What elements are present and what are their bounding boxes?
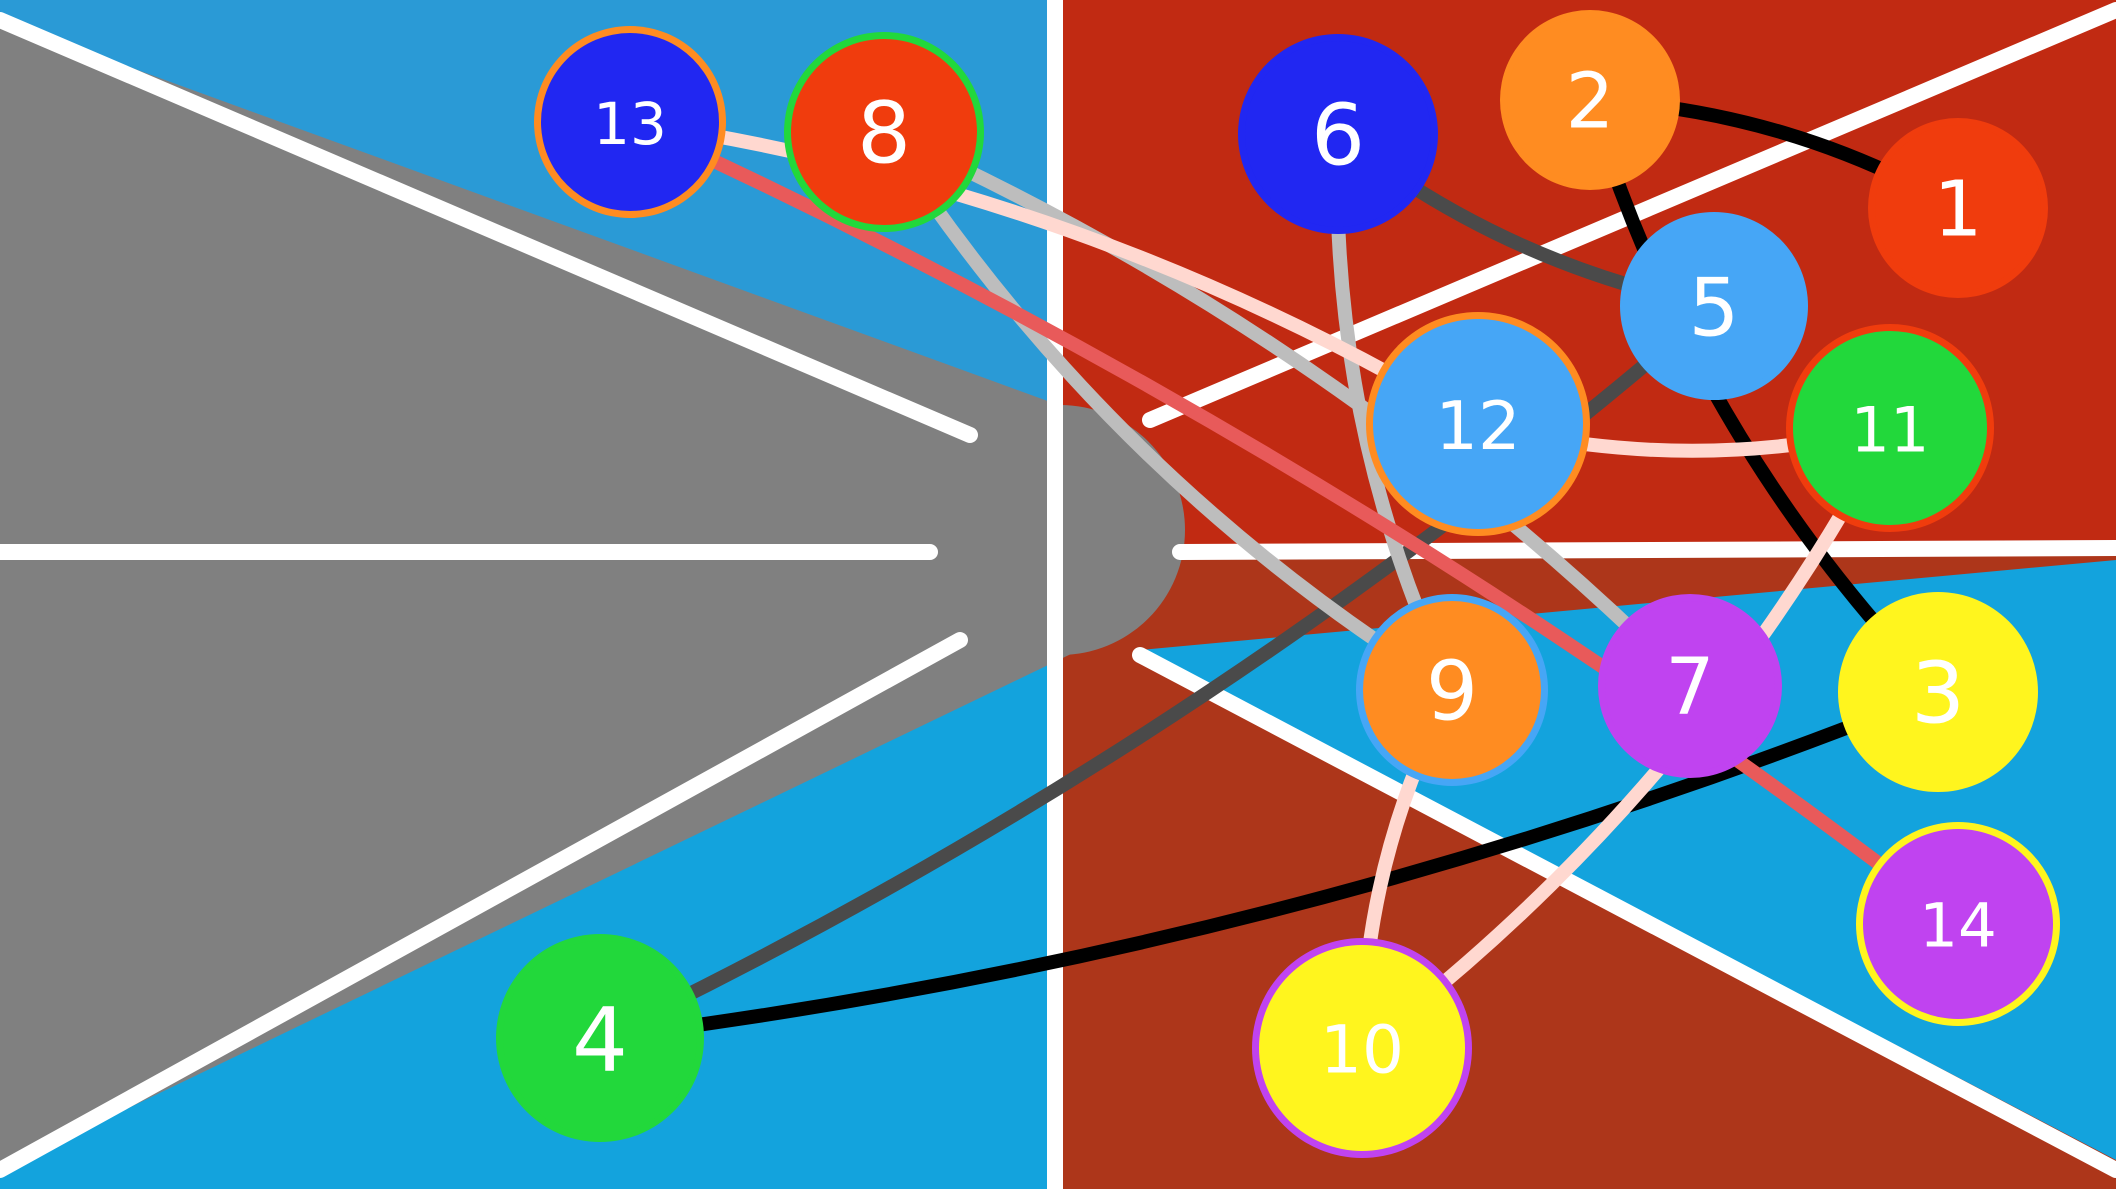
node-label: 12	[1435, 387, 1520, 465]
node-disc	[1245, 41, 1431, 227]
node-label: 14	[1919, 891, 1997, 962]
link-stroke-8-7	[877, 125, 1697, 693]
node-14[interactable]: 14	[1856, 822, 2060, 1026]
node-label: 5	[1689, 262, 1740, 355]
node-label: 2	[1566, 58, 1615, 147]
node-disc	[1373, 319, 1583, 529]
node-label: 6	[1311, 87, 1365, 186]
node-5[interactable]: 5	[1620, 212, 1808, 400]
node-7[interactable]: 7	[1598, 594, 1782, 778]
node-disc	[791, 39, 977, 225]
node-disc	[1363, 601, 1541, 779]
divider-line	[0, 632, 968, 1178]
gray-wedge	[0, 20, 1100, 1170]
node-2[interactable]: 2	[1500, 10, 1680, 190]
node-13[interactable]: 13	[534, 26, 726, 218]
node-4[interactable]: 4	[496, 934, 704, 1142]
node-disc	[541, 33, 719, 211]
node-9[interactable]: 9	[1356, 594, 1548, 786]
node-disc	[1605, 601, 1775, 771]
node-6[interactable]: 6	[1238, 34, 1438, 234]
node-label: 8	[857, 85, 911, 184]
divider-line	[0, 12, 978, 443]
link-stroke-13-14	[623, 115, 1965, 931]
node-disc	[503, 941, 697, 1135]
node-1[interactable]: 1	[1868, 118, 2048, 298]
node-label: 1	[1934, 166, 1983, 255]
node-label: 9	[1426, 645, 1478, 740]
node-3[interactable]: 3	[1838, 592, 2038, 792]
node-label: 4	[572, 989, 628, 1092]
divider-line	[1132, 647, 2116, 1178]
link-stroke-8-9	[877, 125, 1459, 697]
node-label: 11	[1851, 394, 1930, 467]
node-10[interactable]: 10	[1252, 938, 1472, 1158]
node-disc	[1507, 17, 1673, 183]
node-label: 3	[1911, 645, 1965, 744]
node-disc	[1863, 829, 2053, 1019]
node-disc	[1627, 219, 1801, 393]
node-label: 7	[1665, 643, 1715, 733]
node-label: 13	[593, 90, 667, 158]
node-disc	[1845, 599, 2031, 785]
node-8[interactable]: 8	[784, 32, 984, 232]
node-11[interactable]: 11	[1786, 324, 1994, 532]
node-disc	[1875, 125, 2041, 291]
node-label: 10	[1320, 1012, 1404, 1089]
divider-line	[1172, 540, 2116, 560]
node-12[interactable]: 12	[1366, 312, 1590, 536]
link-stroke-13-12	[623, 115, 1485, 431]
node-disc	[1793, 331, 1987, 525]
node-disc	[1259, 945, 1465, 1151]
